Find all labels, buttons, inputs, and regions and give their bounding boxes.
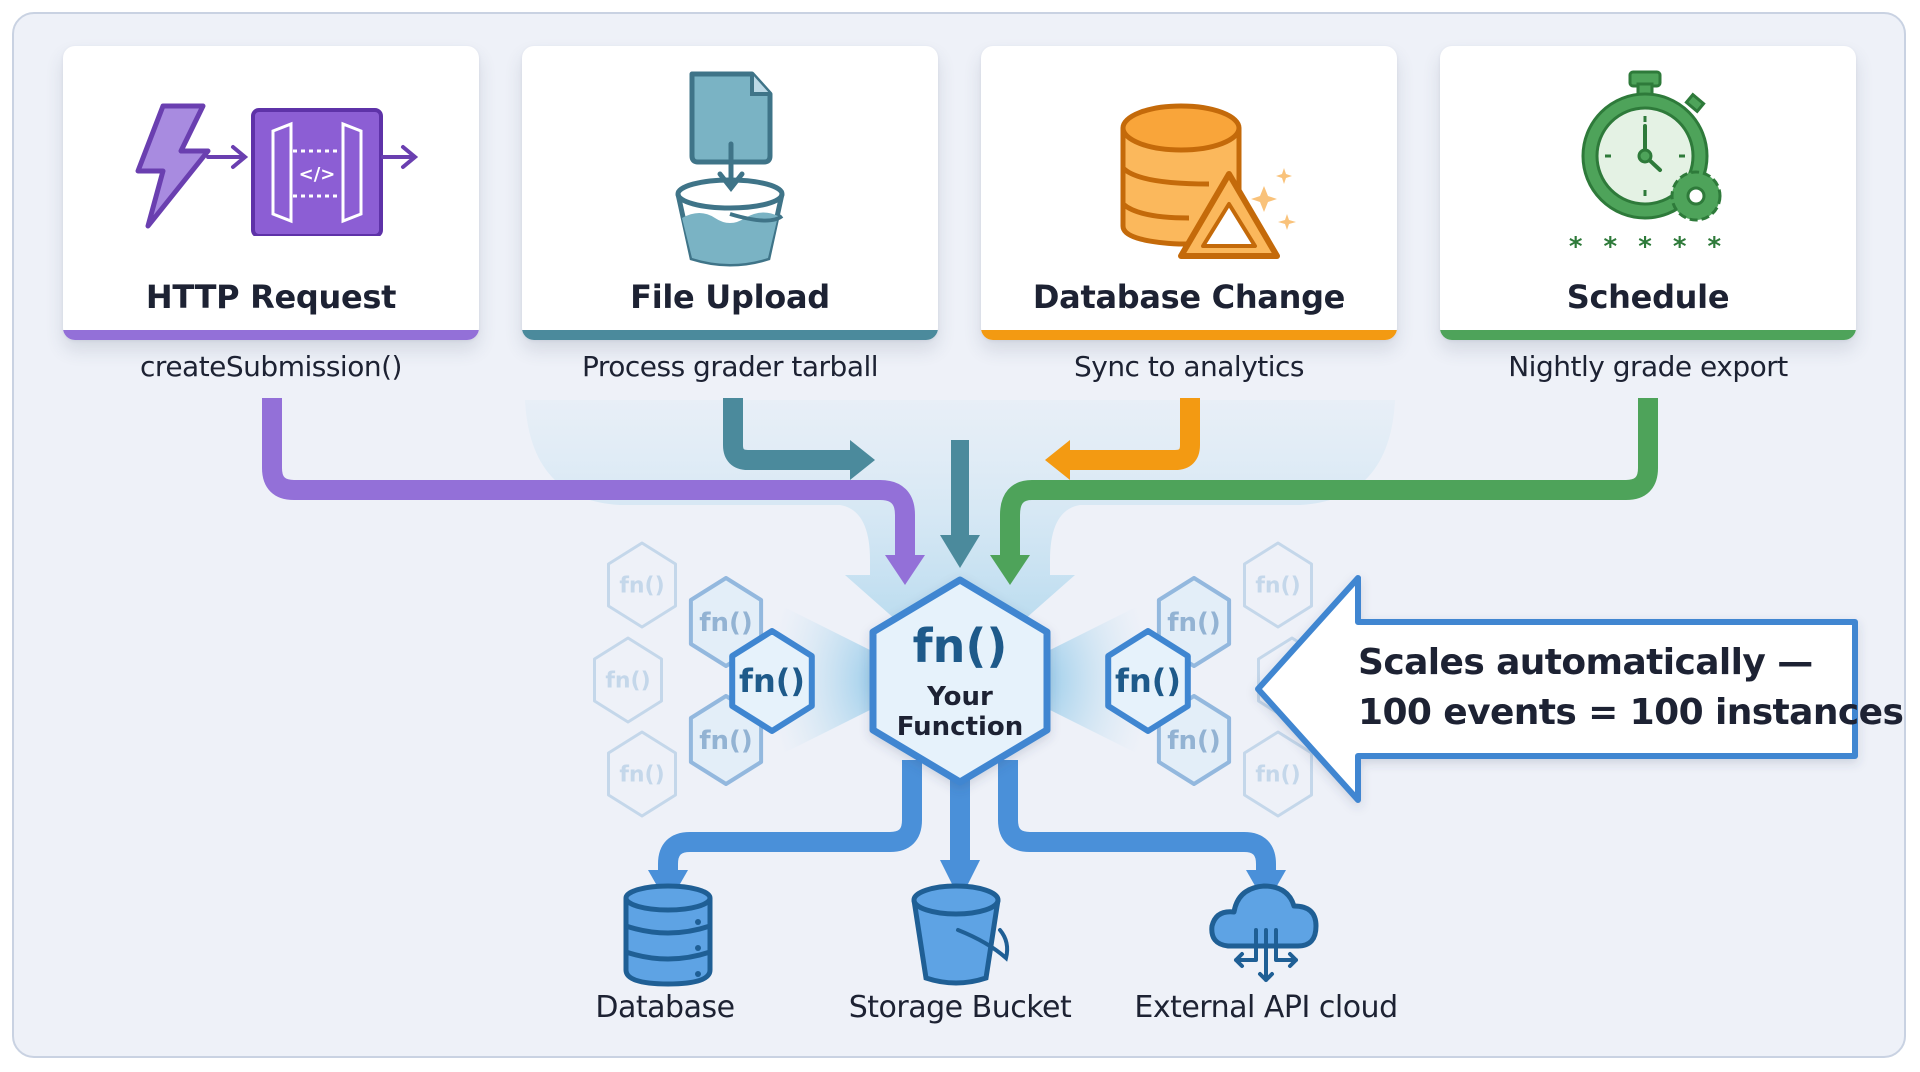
output-arrows <box>658 760 1276 875</box>
scale-callout-text: Scales automatically — 100 events = 100 … <box>1358 638 1904 738</box>
faint-instance-hexagon: fn() <box>607 730 677 818</box>
hexagon-shape <box>688 576 764 668</box>
mid-instances: fn() fn() fn() fn() <box>688 576 1232 786</box>
database-delta-icon <box>1120 103 1296 259</box>
trigger-subtitle-file: Process grader tarball <box>581 350 879 383</box>
trigger-arrow-file <box>723 398 980 568</box>
hexagon-shape <box>1243 730 1313 818</box>
mid-instance-hexagon: fn() <box>1156 576 1232 668</box>
trigger-card-database[interactable]: Database Change <box>981 46 1397 340</box>
trigger-title: Database Change <box>1032 278 1346 316</box>
hexagon-shape <box>729 628 815 734</box>
trigger-subtitle-http: createSubmission() <box>140 350 402 383</box>
trigger-title: File Upload <box>630 278 830 316</box>
cloud-api-icon <box>1209 883 1319 982</box>
trigger-subtitle-schedule: Nightly grade export <box>1508 350 1788 383</box>
svg-text:</>: </> <box>299 164 336 185</box>
hexagon-shape <box>1156 576 1232 668</box>
near-instance-hexagon: fn() <box>729 628 815 734</box>
callout-line-1: Scales automatically — <box>1358 642 1813 683</box>
file-into-bucket-icon <box>675 71 785 267</box>
function-label-line1: Your <box>926 682 993 712</box>
callout-line-2: 100 events = 100 instances <box>1358 692 1904 733</box>
instance-label: fn() <box>1115 662 1181 700</box>
hexagon-shape <box>593 636 663 724</box>
instance-label: fn() <box>605 669 650 694</box>
function-hexagon[interactable] <box>869 576 1051 786</box>
cron-stars: * * * * * <box>1568 232 1728 262</box>
faint-instance-hexagon: fn() <box>607 541 677 629</box>
scale-beam-left <box>770 600 880 760</box>
trigger-title: HTTP Request <box>145 278 397 316</box>
destination-label-database: Database <box>595 990 735 1025</box>
destination-label-storage: Storage Bucket <box>848 990 1072 1025</box>
arrow-to-storage <box>940 860 980 900</box>
scale-beam-right <box>1040 600 1150 760</box>
hexagon-shape <box>1105 628 1191 734</box>
faint-instance-hexagon: fn() <box>1243 730 1313 818</box>
instance-label: fn() <box>699 726 753 756</box>
trigger-arrow-http <box>262 398 925 585</box>
instance-label: fn() <box>699 608 753 638</box>
instance-label: fn() <box>619 574 664 599</box>
instance-label: fn() <box>1255 763 1300 788</box>
accent-bar <box>1440 330 1856 340</box>
database-icon <box>623 883 713 987</box>
trigger-card-schedule[interactable]: * * * * * Schedule <box>1440 46 1856 340</box>
stopwatch-gear-icon <box>1581 70 1722 222</box>
instance-label: fn() <box>619 763 664 788</box>
near-instance-hexagon: fn() <box>1105 628 1191 734</box>
function-label-line2: Function <box>897 712 1024 742</box>
faint-instances: fn() fn() fn() fn() fn() fn() <box>593 541 1327 818</box>
instance-label: fn() <box>739 662 805 700</box>
faint-instance-hexagon: fn() <box>1243 541 1313 629</box>
near-instances: fn() fn() <box>729 628 1191 734</box>
accent-bar <box>522 330 938 340</box>
function-symbol: fn() <box>913 619 1008 673</box>
faint-instance-hexagon: fn() <box>593 636 663 724</box>
trigger-card-http[interactable]: </> HTTP Request <box>63 46 479 340</box>
trigger-subtitle-database: Sync to analytics <box>1073 350 1305 383</box>
hexagon-shape <box>607 541 677 629</box>
instance-label: fn() <box>1167 726 1221 756</box>
trigger-card-file[interactable]: File Upload <box>522 46 938 340</box>
trigger-arrow-schedule <box>990 398 1658 585</box>
mid-instance-hexagon: fn() <box>688 576 764 668</box>
scale-callout <box>1255 575 1858 803</box>
lightning-api-gateway-icon: </> <box>135 103 419 236</box>
trigger-arrow-db <box>1045 398 1200 480</box>
hexagon-shape <box>607 730 677 818</box>
instance-label: fn() <box>1255 574 1300 599</box>
mid-instance-hexagon: fn() <box>688 694 764 786</box>
bucket-icon <box>911 883 1010 986</box>
hexagon-shape <box>1243 541 1313 629</box>
accent-bar <box>981 330 1397 340</box>
instance-label: fn() <box>1167 608 1221 638</box>
trigger-title: Schedule <box>1566 278 1730 316</box>
destination-label-external-api: External API cloud <box>1134 990 1398 1025</box>
accent-bar <box>63 330 479 340</box>
